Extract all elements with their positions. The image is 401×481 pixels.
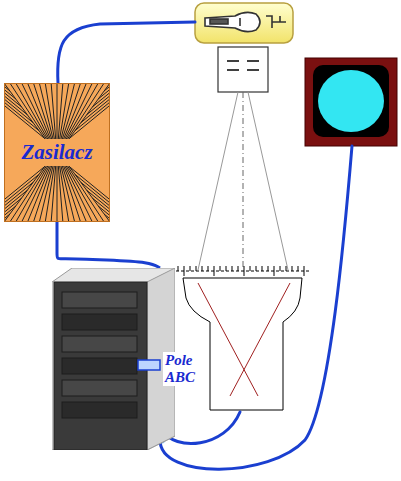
card-label: Pole ABC — [163, 352, 203, 386]
wire-connector — [57, 222, 160, 268]
gun-symbol — [205, 12, 286, 31]
tube-housing — [183, 278, 302, 410]
scale — [176, 266, 310, 276]
beam-lines — [198, 92, 288, 270]
psu-label: Zasilacz — [19, 139, 94, 166]
beam-cross — [198, 283, 290, 396]
plate-lines — [227, 61, 259, 70]
gun-housing — [195, 3, 293, 43]
monitor — [305, 58, 397, 146]
computer-tower: Pole ABC — [52, 268, 207, 450]
monitor-spot — [318, 70, 384, 132]
power-supply-box: Zasilacz — [4, 83, 110, 222]
deflection-plates — [218, 47, 268, 92]
tower-outline — [52, 268, 175, 450]
monitor-screen — [313, 65, 389, 137]
